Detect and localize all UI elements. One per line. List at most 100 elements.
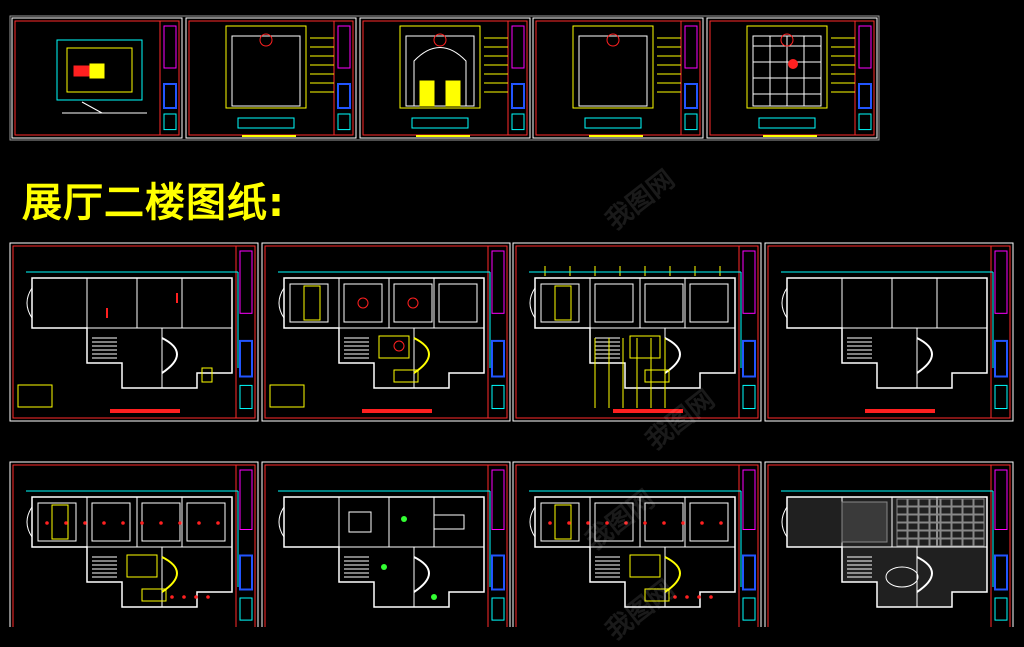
- floor-tile: [918, 506, 930, 515]
- plan-outline: [56, 39, 143, 101]
- scale-bar: [584, 117, 642, 129]
- light-fixture: [605, 521, 609, 525]
- bay-window: [781, 506, 788, 538]
- title-block-number: [742, 597, 756, 621]
- ceiling-cove: [303, 285, 321, 321]
- floor-tile: [918, 498, 930, 507]
- sheet-floor-plan-layout: [9, 242, 259, 422]
- title-block-number: [994, 597, 1008, 621]
- title-block-number: [684, 113, 698, 131]
- floor-tile: [940, 514, 952, 523]
- floor-tile: [896, 514, 908, 523]
- title-block-info: [491, 339, 505, 378]
- floor-tile: [951, 522, 963, 531]
- elevation-panel: [578, 35, 648, 107]
- table: [433, 514, 465, 530]
- sheet-outer-border: [512, 461, 762, 627]
- sheet-outer-border: [512, 242, 762, 422]
- bay-window: [278, 506, 285, 538]
- ceiling-cove: [51, 504, 69, 540]
- ornament: [433, 33, 447, 47]
- floor-tile: [940, 498, 952, 507]
- floor-tile: [918, 538, 930, 547]
- ceiling-panel: [186, 502, 226, 542]
- floor-tile: [907, 538, 919, 547]
- curved-wall: [916, 337, 933, 374]
- sheet-ceiling-dimension-plan: [512, 242, 762, 422]
- light-fixture: [548, 521, 552, 525]
- sofa-set: [348, 511, 372, 533]
- sheet-elevation-a: [185, 17, 357, 139]
- ornament: [780, 33, 794, 47]
- title-block-number: [994, 384, 1008, 410]
- ceiling-cove: [126, 554, 158, 578]
- floor-tile: [907, 506, 919, 515]
- ceiling-panel: [594, 283, 634, 323]
- ceiling-cove: [629, 554, 661, 578]
- curved-wall: [916, 556, 933, 593]
- sheet-wall-plan: [764, 242, 1014, 422]
- light-fixture: [194, 595, 198, 599]
- light-fixture: [83, 521, 87, 525]
- title-block-logo: [491, 250, 505, 314]
- light-fixture: [697, 595, 701, 599]
- sheet-outer-border: [261, 242, 511, 422]
- light-fixture: [178, 521, 182, 525]
- sheet-inner-border: [14, 20, 180, 136]
- sheet-inner-border: [12, 245, 256, 419]
- title-block-logo: [239, 469, 253, 530]
- title-block-number: [163, 113, 177, 131]
- scale-bar: [758, 117, 816, 129]
- title-block-number: [742, 384, 756, 410]
- plant: [401, 516, 407, 522]
- bay-window: [529, 506, 536, 538]
- floor-tile: [951, 498, 963, 507]
- sheet-outer-border: [9, 461, 259, 627]
- floor-tile: [973, 538, 985, 547]
- curved-wall: [161, 337, 178, 374]
- floor-tile: [951, 514, 963, 523]
- floor-tile: [973, 498, 985, 507]
- title-block-info: [337, 83, 351, 109]
- ceiling-cove: [141, 588, 167, 602]
- title-block-info: [491, 554, 505, 591]
- curved-wall: [161, 556, 178, 593]
- title-block-logo: [491, 469, 505, 530]
- legend-table: [17, 384, 53, 408]
- sheet-electrical-plan: [512, 461, 762, 627]
- sheet-inner-border: [767, 245, 1011, 419]
- sheet-outer-border: [532, 17, 704, 139]
- sheet-outer-border: [261, 461, 511, 627]
- ceiling-cove: [644, 588, 670, 602]
- elevation-outline: [225, 25, 307, 109]
- bay-window: [529, 287, 536, 319]
- light-fixture: [681, 521, 685, 525]
- building-outline: [283, 277, 485, 389]
- light-fixture: [206, 595, 210, 599]
- light-fixture: [216, 521, 220, 525]
- ceiling-cove: [393, 369, 419, 383]
- sheet-elevation-d: [706, 17, 878, 139]
- sheet-outer-border: [9, 242, 259, 422]
- chandelier: [393, 340, 405, 352]
- chandelier: [407, 297, 419, 309]
- sheet-inner-border: [515, 464, 759, 627]
- floor-tile: [918, 514, 930, 523]
- ceiling-panel: [37, 502, 77, 542]
- floor-tile: [896, 498, 908, 507]
- floor-tile: [962, 514, 974, 523]
- floor-tile: [929, 498, 941, 507]
- sheet-floor-finish-plan: [764, 461, 1014, 627]
- sheet-furniture-plan: [261, 461, 511, 627]
- light-fixture: [643, 521, 647, 525]
- floor-tile: [940, 530, 952, 539]
- building-outline: [534, 496, 736, 608]
- title-block-info: [239, 339, 253, 378]
- floor-tile: [940, 538, 952, 547]
- light-fixture: [673, 595, 677, 599]
- ceiling-panel: [91, 502, 131, 542]
- ceiling-cove: [629, 335, 661, 359]
- sheet-outer-border: [359, 17, 531, 139]
- elevation-panel: [405, 35, 475, 107]
- title-block-info: [511, 83, 525, 109]
